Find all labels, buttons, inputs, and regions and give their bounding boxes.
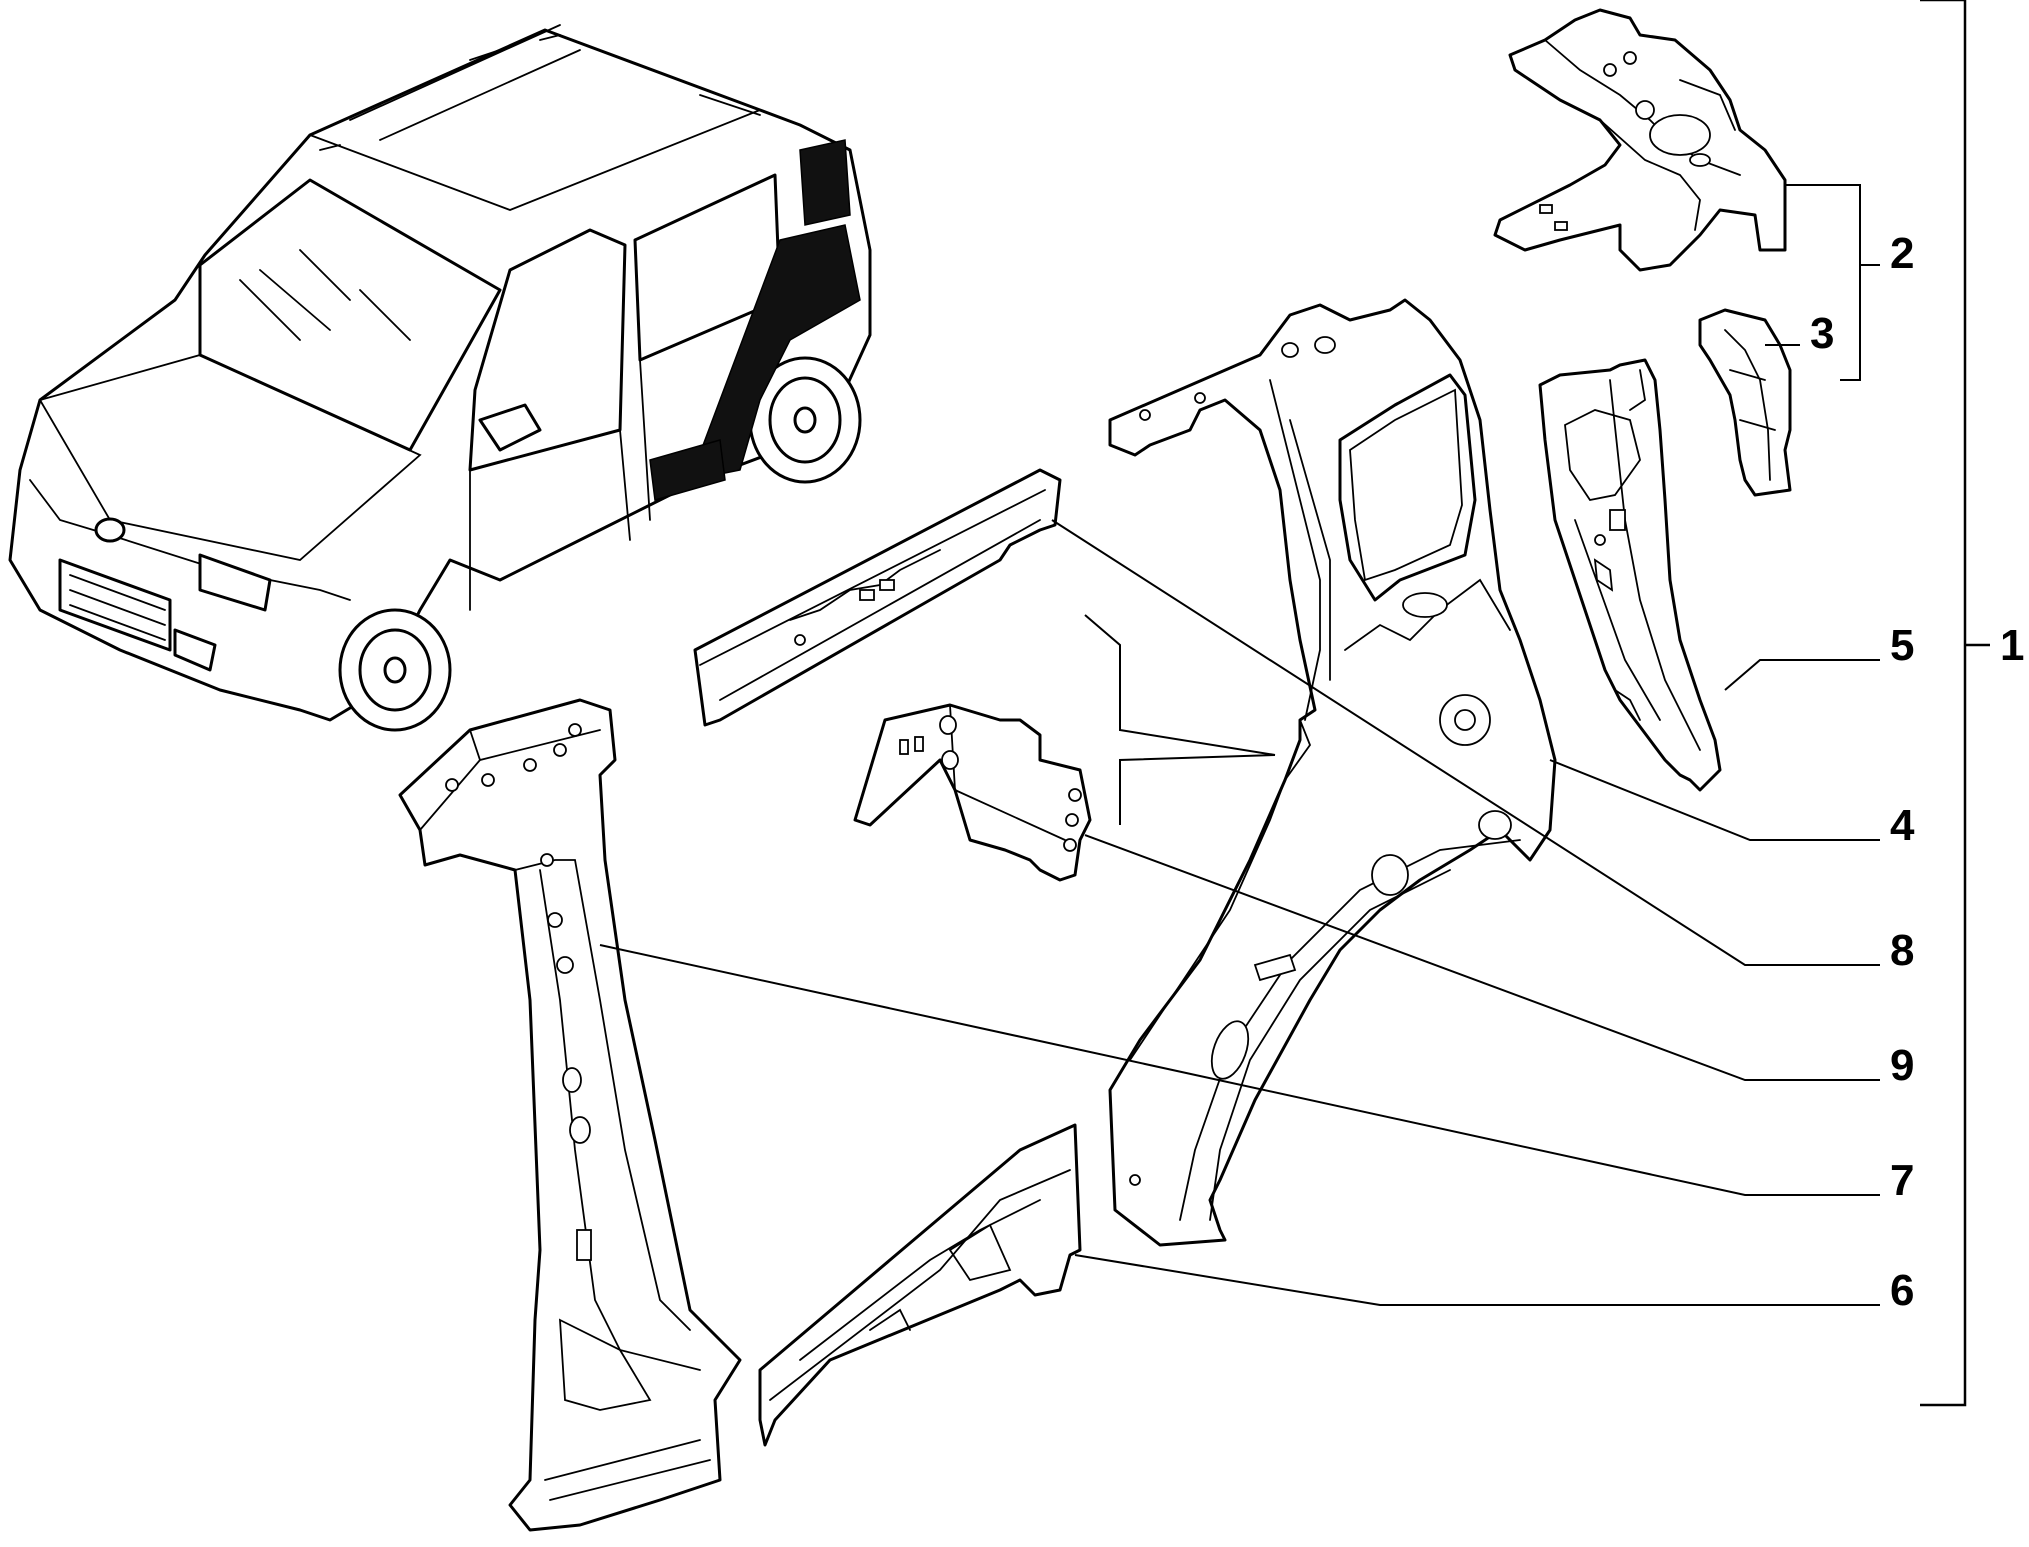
roof-rail-part-8 xyxy=(693,468,1062,727)
upper-rear-bracket-part-2 xyxy=(1493,8,1787,272)
small-plate-part-3 xyxy=(1698,308,1792,497)
callout-5: 5 xyxy=(1890,621,1914,670)
indicator-lines xyxy=(1084,614,1276,825)
callout-8: 8 xyxy=(1890,926,1914,975)
inner-quarter-panel-part-4 xyxy=(1108,298,1557,1247)
callout-3: 3 xyxy=(1810,309,1834,358)
callout-labels: 1 2 3 4 5 6 7 8 9 xyxy=(1810,229,2024,1315)
callout-7: 7 xyxy=(1890,1156,1914,1205)
leader-lines xyxy=(599,184,1880,1306)
callout-2: 2 xyxy=(1890,229,1914,278)
c-pillar-inner-part-5 xyxy=(1538,358,1722,792)
callout-6: 6 xyxy=(1890,1266,1914,1315)
bracket-part-9 xyxy=(853,703,1092,882)
callout-9: 9 xyxy=(1890,1041,1914,1090)
reference-car-illustration xyxy=(8,24,872,732)
callout-1: 1 xyxy=(2000,621,2024,670)
callout-4: 4 xyxy=(1890,801,1915,850)
sill-reinforcement-part-6 xyxy=(758,1123,1082,1447)
assembly-bracket xyxy=(1920,0,1990,1407)
b-pillar-part-7 xyxy=(398,698,742,1532)
